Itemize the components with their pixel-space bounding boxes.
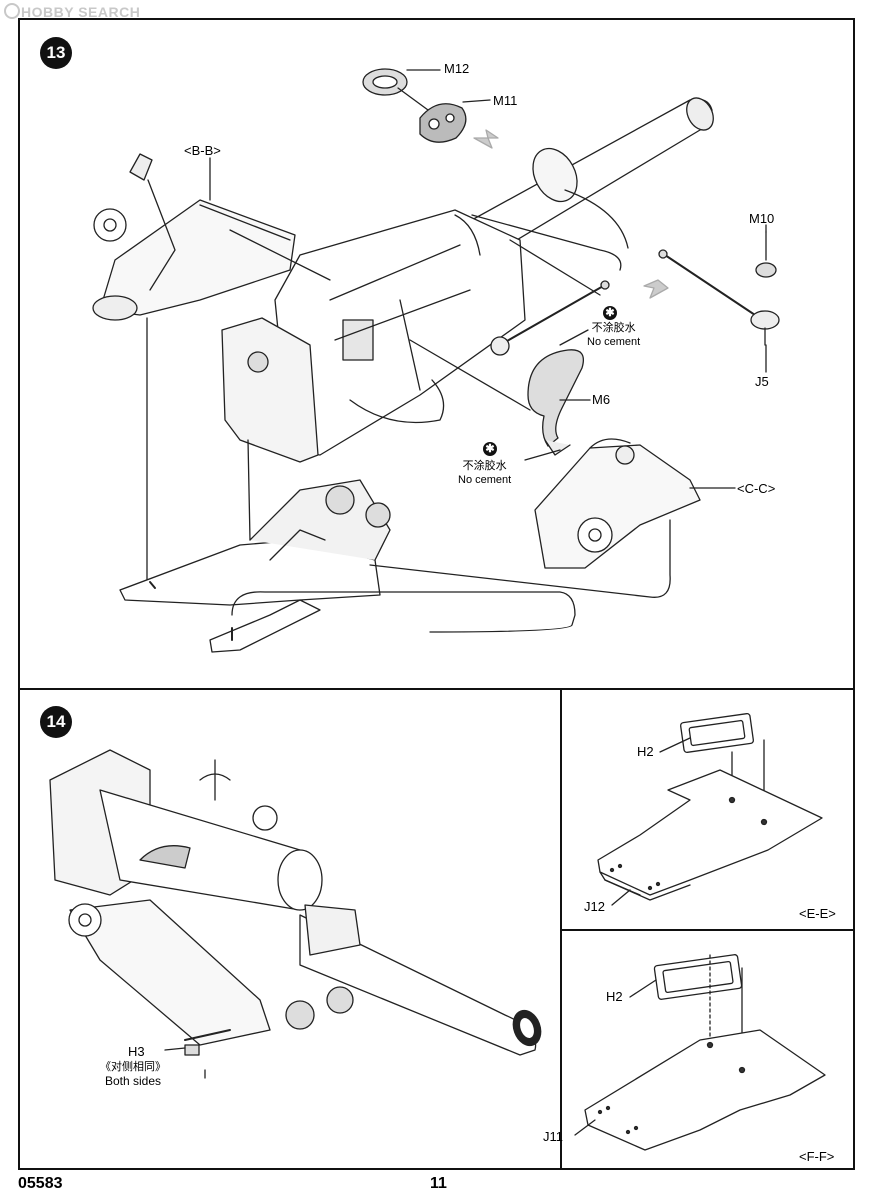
no-cement-note-2: 不涂胶水 No cement <box>458 459 511 487</box>
no-cement-zh-1: 不涂胶水 <box>591 322 636 334</box>
h3-note-zh: 《对侧相同》 <box>100 1061 166 1073</box>
watermark-text: HOBBY SEARCH <box>21 4 141 20</box>
gun-cradle-13 <box>221 209 526 463</box>
watermark: HOBBY SEARCH <box>4 3 140 20</box>
part-m6-drawing <box>527 349 585 456</box>
carriage-arm-bb <box>92 153 296 321</box>
page-number: 11 <box>430 1175 447 1192</box>
base-platform-13 <box>119 479 391 653</box>
label-ee-h2: H2 <box>637 744 654 759</box>
no-cement-icon: ✱ <box>483 442 497 456</box>
panel-ff-drawing <box>584 954 826 1151</box>
label-h3: H3 <box>128 1044 145 1059</box>
product-code: 05583 <box>18 1175 63 1192</box>
label-ff-h2: H2 <box>606 989 623 1004</box>
assembled-gun-14 <box>49 749 542 1079</box>
label-j5: J5 <box>755 374 769 389</box>
caption-ee: <E-E> <box>799 906 836 921</box>
label-m12: M12 <box>444 61 470 76</box>
part-m12-drawing <box>362 68 408 96</box>
gun-barrel-13 <box>449 97 714 269</box>
h3-note: 《对侧相同》 Both sides <box>100 1060 166 1088</box>
label-m6: M6 <box>592 392 611 407</box>
leader-lines <box>164 69 767 1136</box>
part-m11-drawing <box>419 103 467 143</box>
label-ff-j11: J11 <box>543 1129 563 1144</box>
panel-ff-frame <box>560 929 855 1170</box>
no-cement-zh-2: 不涂胶水 <box>462 460 507 472</box>
label-ee-j12: J12 <box>584 899 605 914</box>
rod-part-13 <box>490 280 610 356</box>
caption-ff: <F-F> <box>799 1149 835 1164</box>
hobby-search-logo-icon <box>4 3 20 19</box>
no-cement-en-2: No cement <box>458 474 512 486</box>
panel-ee-drawing <box>597 713 823 901</box>
step-13-badge: 13 <box>40 37 72 69</box>
label-cc: <C-C> <box>737 481 776 496</box>
no-cement-en-1: No cement <box>587 336 641 348</box>
label-m11: M11 <box>493 93 518 108</box>
carriage-arm-cc <box>534 438 701 569</box>
h3-note-en: Both sides <box>104 1074 162 1088</box>
label-bb: <B-B> <box>184 143 221 158</box>
no-cement-icon: ✱ <box>603 306 617 320</box>
step-14-badge: 14 <box>40 706 72 738</box>
label-m10: M10 <box>749 211 775 226</box>
no-cement-note-1: 不涂胶水 No cement <box>587 321 640 349</box>
part-j5-drawing <box>658 231 780 346</box>
